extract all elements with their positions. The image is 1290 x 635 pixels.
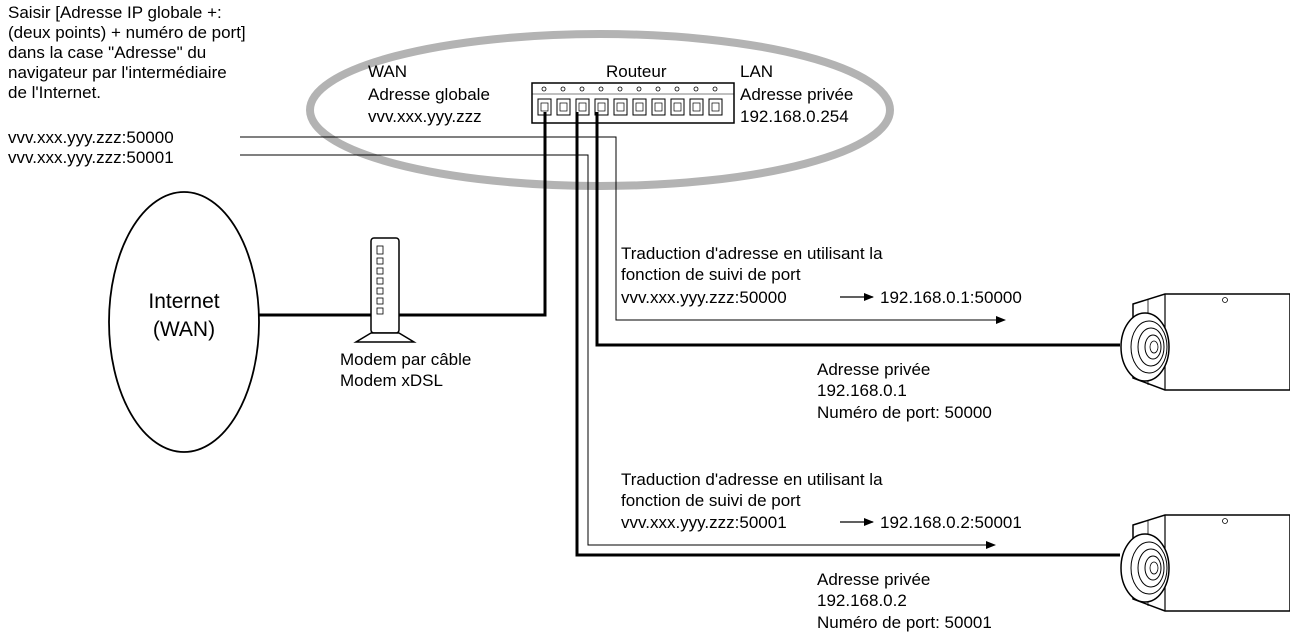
camera-1-address: 192.168.0.1: [817, 381, 907, 400]
router-icon: [531, 82, 735, 124]
router-port-led: [712, 86, 718, 92]
camera-2-icon: [1120, 514, 1290, 612]
router-port-led: [674, 86, 680, 92]
router-highlight-ellipse: [306, 30, 894, 190]
translation-2-from: vvv.xxx.yyy.zzz:50001: [621, 513, 787, 532]
router-port-socket: [673, 102, 682, 112]
router-camera2-cable: [575, 112, 1120, 557]
translation-1-from: vvv.xxx.yyy.zzz:50000: [621, 288, 787, 307]
router-port-led: [579, 86, 585, 92]
router-port-led: [617, 86, 623, 92]
camera-1-address-label: Adresse privée: [817, 360, 930, 379]
router-port-led: [560, 86, 566, 92]
router-port-led: [636, 86, 642, 92]
forward-path-50000: [240, 136, 1006, 324]
instruction-line-5: de l'Internet.: [8, 83, 101, 102]
instruction-text: Saisir [Adresse IP globale +: (deux poin…: [8, 3, 246, 167]
router-port-socket: [578, 102, 587, 112]
router-port-socket: [616, 102, 625, 112]
router-port-socket: [559, 102, 568, 112]
modem-icon: [353, 237, 417, 343]
lan-label: LAN: [740, 62, 773, 81]
translation-1-to: 192.168.0.1:50000: [880, 288, 1022, 307]
translation-1-line-2: fonction de suivi de port: [621, 265, 801, 284]
instruction-line-1: Saisir [Adresse IP globale +:: [8, 3, 222, 22]
camera-1-port: Numéro de port: 50000: [817, 403, 992, 422]
global-address-50001: vvv.xxx.yyy.zzz:50001: [8, 148, 174, 167]
global-address-50000: vvv.xxx.yyy.zzz:50000: [8, 128, 174, 147]
camera-2-port: Numéro de port: 50001: [817, 613, 992, 632]
instruction-line-2: (deux points) + numéro de port]: [8, 23, 246, 42]
camera-2-address-label: Adresse privée: [817, 570, 930, 589]
translation-2-to: 192.168.0.2:50001: [880, 513, 1022, 532]
camera-2-address: 192.168.0.2: [817, 591, 907, 610]
router-port-socket: [711, 102, 720, 112]
camera-1-icon: [1120, 293, 1290, 391]
modem-label-xdsl: Modem xDSL: [340, 371, 443, 390]
internet-wan-label: (WAN): [153, 318, 215, 341]
router-port-led: [693, 86, 699, 92]
translation-2-line-1: Traduction d'adresse en utilisant la: [621, 470, 883, 489]
wan-label: WAN: [368, 62, 407, 81]
router-port-led: [655, 86, 661, 92]
router-port-socket: [692, 102, 701, 112]
router-camera1-cable: [595, 112, 1120, 347]
router-port-socket: [540, 102, 549, 112]
router-port-led: [541, 86, 547, 92]
router-port-socket: [654, 102, 663, 112]
modem-label-cable: Modem par câble: [340, 350, 471, 369]
internet-label: Internet: [148, 290, 219, 313]
router-port-socket: [635, 102, 644, 112]
translation-1-line-1: Traduction d'adresse en utilisant la: [621, 244, 883, 263]
wan-address-label: Adresse globale: [368, 85, 490, 104]
router-port-socket: [597, 102, 606, 112]
instruction-line-3: dans la case "Adresse" du: [8, 43, 206, 62]
lan-address-label: Adresse privée: [740, 85, 853, 104]
router-modem-cable: [398, 112, 547, 317]
router-port-led: [598, 86, 604, 92]
instruction-line-4: navigateur par l'intermédiaire: [8, 63, 227, 82]
translation-2-line-2: fonction de suivi de port: [621, 491, 801, 510]
router-label: Routeur: [606, 62, 667, 81]
internet-cloud: Internet (WAN): [108, 191, 260, 453]
forward-path-50001: [240, 154, 996, 549]
wan-address: vvv.xxx.yyy.zzz: [368, 107, 482, 126]
lan-address: 192.168.0.254: [740, 107, 849, 126]
